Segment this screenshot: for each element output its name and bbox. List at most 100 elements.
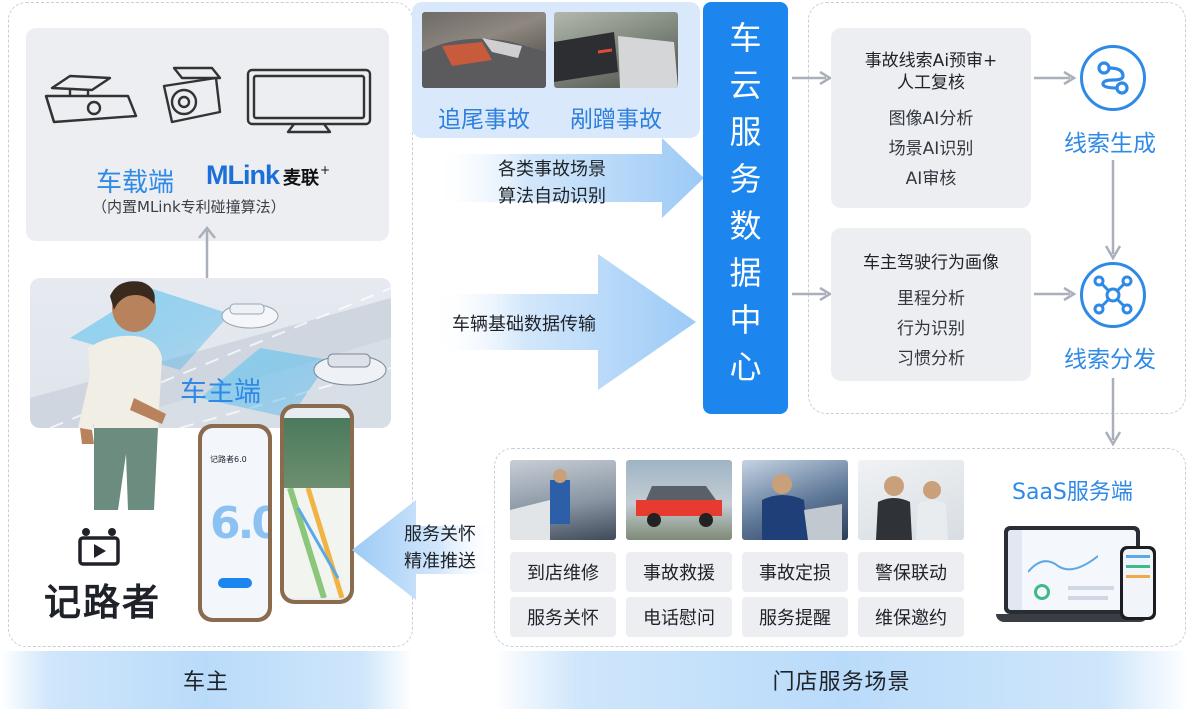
clue-precheck-title-line2: 人工复核: [897, 73, 965, 93]
display-screen-icon: [246, 68, 372, 134]
vehicle-data-arrow: [432, 254, 696, 390]
police-insurance-photo-graphic: [876, 476, 948, 540]
rear-end-label: 追尾事故: [438, 107, 530, 133]
vehicle-terminal-label: 车载端: [96, 168, 175, 198]
owner-panel: [8, 2, 413, 647]
dashcam-icon: [44, 74, 138, 124]
saas-phone: [1120, 546, 1156, 620]
to-distribute-arrow: [1034, 286, 1077, 302]
camera-icon: [162, 66, 222, 124]
clue-precheck-item: 图像AI分析: [888, 109, 974, 129]
service-button[interactable]: 服务提醒: [742, 597, 848, 637]
phone-right: [280, 404, 354, 604]
app-logo-icon: [78, 528, 120, 566]
phone-left: 记路者6.0 6.0: [198, 424, 272, 622]
service-button[interactable]: 维保邀约: [858, 597, 964, 637]
center-char: 心: [729, 348, 762, 386]
route-icon: [1097, 61, 1129, 95]
saas-phone-screen: [1123, 549, 1153, 617]
rear-end-photo: [422, 12, 546, 88]
police-insurance-photo: [858, 460, 964, 540]
scrape-photo-graphic: [554, 32, 678, 88]
clue-precheck-item: AI审核: [905, 169, 957, 189]
to-generate-arrow: [1034, 70, 1077, 86]
owner-terminal-label: 车主端: [180, 377, 261, 408]
clue-generate-label: 线索生成: [1064, 131, 1156, 157]
center-char: 车: [729, 19, 762, 57]
saas-phone-line: [1126, 565, 1150, 568]
service-button[interactable]: 事故定损: [742, 552, 848, 592]
clue-precheck-title-line1: 事故线索Ai预审+: [864, 51, 998, 71]
cloud-data-center-label: 车云服务数据中心: [703, 15, 788, 391]
accident-recognition-line1: 各类事故场景: [498, 159, 606, 180]
share-network-icon: [1093, 275, 1133, 315]
mlink-plus: +: [320, 163, 331, 177]
driver-profile-card: 车主驾驶行为画像 里程分析 行为识别 习惯分析: [831, 228, 1031, 381]
center-char: 据: [729, 254, 762, 292]
person-illustration: [78, 281, 166, 510]
saas-chart-graphic: [1028, 555, 1098, 573]
driver-profile-item: 里程分析: [897, 289, 965, 309]
vehicle-terminal-card: 车载端 MLink 麦联 + （内置MLink专利碰撞算法）: [26, 28, 389, 241]
mlink-logo: MLink 麦联 +: [206, 160, 330, 191]
saas-laptop-screen: [1008, 530, 1136, 610]
saas-line: [1068, 596, 1108, 600]
repair-photo: [510, 460, 616, 540]
service-push-line2: 精准推送: [404, 551, 476, 572]
clue-precheck-item: 场景AI识别: [888, 139, 974, 159]
phone-map-view: [284, 418, 350, 488]
saas-sidebar: [1008, 530, 1022, 610]
rescue-photo: [626, 460, 732, 540]
processing-panel: [808, 2, 1186, 414]
center-char: 服: [729, 113, 762, 151]
scrape-label: 剐蹭事故: [570, 107, 662, 133]
service-push-line1: 服务关怀: [404, 524, 476, 545]
app-logo-text: 记路者: [44, 581, 161, 624]
saas-laptop-base: [996, 614, 1148, 622]
mlink-note: （内置MLink专利碰撞算法）: [92, 198, 286, 216]
phone-right-screen: [284, 408, 350, 600]
saas-phone-line: [1126, 555, 1150, 558]
saas-phone-line: [1126, 575, 1150, 578]
distribute-to-store-arrow: [1104, 378, 1122, 447]
saas-label: SaaS服务端: [1012, 480, 1133, 505]
driver-profile-item: 行为识别: [897, 319, 965, 339]
mlink-cn: 麦联: [283, 168, 319, 189]
rescue-photo-graphic: [636, 486, 722, 527]
vehicle-data-text: 车辆基础数据传输: [452, 314, 596, 335]
damage-assessment-photo-graphic: [762, 474, 842, 540]
rear-end-photo-graphic: [422, 38, 546, 88]
service-button[interactable]: 警保联动: [858, 552, 964, 592]
owner-bottom-bar: 车主: [0, 651, 412, 709]
saas-laptop: [1004, 526, 1140, 614]
phone-number-graphic: 6.0: [210, 498, 268, 549]
owner-bottom-label: 车主: [182, 670, 229, 695]
generate-to-distribute-arrow: [1104, 160, 1122, 261]
damage-assessment-photo: [742, 460, 848, 540]
cloud-data-center: 车云服务数据中心: [703, 2, 788, 414]
to-profile-arrow: [792, 286, 833, 302]
phone-route-map: [284, 488, 350, 598]
accident-recognition-line2: 算法自动识别: [498, 186, 606, 207]
service-button[interactable]: 到店维修: [510, 552, 616, 592]
service-button[interactable]: 电话慰问: [626, 597, 732, 637]
service-push-text: 服务关怀 精准推送: [404, 521, 476, 575]
saas-donut: [1034, 584, 1050, 600]
mlink-brand: MLink: [206, 160, 280, 190]
accident-recognition-text: 各类事故场景 算法自动识别: [498, 156, 606, 210]
center-char: 中: [729, 301, 762, 339]
phone-start-button[interactable]: [218, 578, 252, 588]
service-push-arrow: [352, 500, 498, 600]
center-char: 云: [729, 66, 762, 104]
clue-distribute-icon: [1080, 262, 1146, 328]
driver-profile-title: 车主驾驶行为画像: [863, 253, 999, 273]
phone-app-version: 记路者6.0: [210, 455, 247, 464]
repair-photo-graphic: [510, 469, 570, 540]
phone-left-screen: 记路者6.0 6.0: [202, 428, 268, 618]
service-button[interactable]: 服务关怀: [510, 597, 616, 637]
accident-recognition-arrow: [432, 138, 704, 218]
service-button[interactable]: 事故救援: [626, 552, 732, 592]
clue-precheck-card: 事故线索Ai预审+ 人工复核 图像AI分析 场景AI识别 AI审核: [831, 28, 1031, 208]
center-char: 务: [729, 160, 762, 198]
clue-distribute-label: 线索分发: [1064, 347, 1156, 373]
